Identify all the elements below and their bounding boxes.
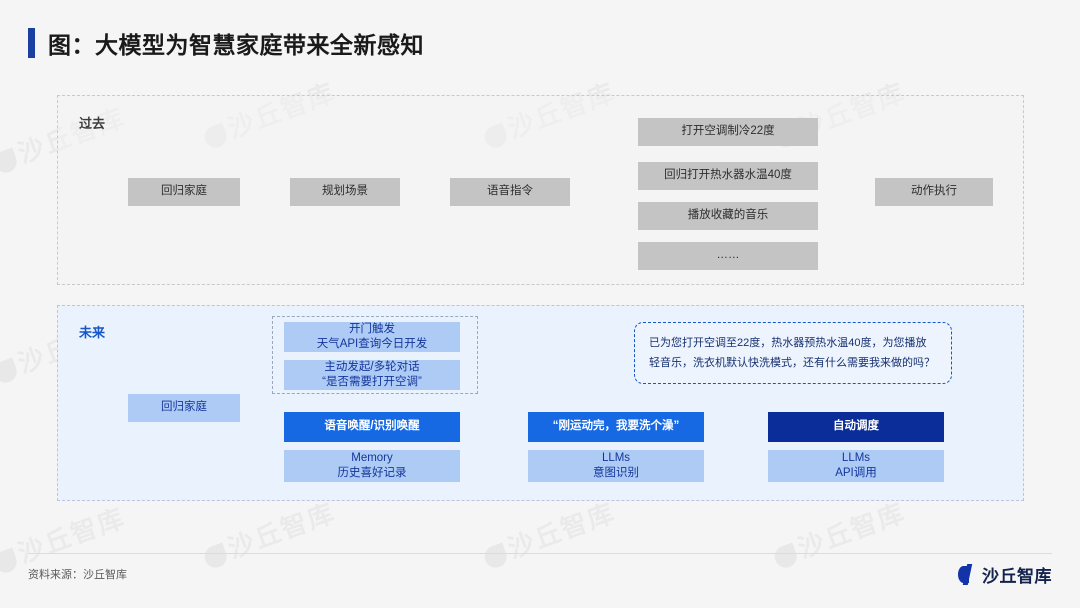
node-llm-api-call[interactable]: LLMs API调用: [768, 450, 944, 482]
node-door-trigger[interactable]: 开门触发 天气API查询今日开发: [284, 322, 460, 352]
title-text: 图：大模型为智慧家庭带来全新感知: [48, 32, 424, 58]
title-accent-bar: [28, 28, 35, 58]
node-past-action-exec[interactable]: 动作执行: [875, 178, 993, 206]
source-note: 资料来源：沙丘智库: [28, 569, 127, 581]
brand-logo: 沙丘智库: [958, 562, 1052, 587]
node-past-plan-scene[interactable]: 规划场景: [290, 178, 400, 206]
watermark: 沙丘智库: [768, 493, 910, 575]
group-proactive-trigger: [272, 316, 478, 394]
watermark: 沙丘智库: [198, 493, 340, 575]
node-auto-schedule[interactable]: 自动调度: [768, 412, 944, 442]
node-voice-wake[interactable]: 语音唤醒/识别唤醒: [284, 412, 460, 442]
brand-name: 沙丘智库: [982, 567, 1052, 586]
node-proactive-dialog[interactable]: 主动发起/多轮对话 “是否需要打开空调”: [284, 360, 460, 390]
node-past-branch-ac[interactable]: 打开空调制冷22度: [638, 118, 818, 146]
footer-divider: [28, 553, 1052, 554]
node-past-branch-music[interactable]: 播放收藏的音乐: [638, 202, 818, 230]
node-future-return-home[interactable]: 回归家庭: [128, 394, 240, 422]
node-past-branch-more[interactable]: ……: [638, 242, 818, 270]
node-past-return-home[interactable]: 回归家庭: [128, 178, 240, 206]
node-user-utterance[interactable]: “刚运动完，我要洗个澡”: [528, 412, 704, 442]
callout-line-1: 已为您打开空调至22度，热水器预热水温40度，为您播放: [649, 337, 927, 349]
brand-mark-icon: [958, 564, 977, 585]
panel-future-label: 未来: [79, 325, 106, 340]
callout-line-2: 轻音乐，洗衣机默认快洗模式，还有什么需要我来做的吗？: [649, 357, 935, 370]
node-past-voice-command[interactable]: 语音指令: [450, 178, 570, 206]
node-llm-intent[interactable]: LLMs 意图识别: [528, 450, 704, 482]
panel-past-label: 过去: [79, 116, 106, 131]
node-past-branch-waterheater[interactable]: 回归打开热水器水温40度: [638, 162, 818, 190]
watermark: 沙丘智库: [478, 493, 620, 575]
page-title: 图：大模型为智慧家庭带来全新感知: [28, 26, 424, 60]
assistant-response-callout: 已为您打开空调至22度，热水器预热水温40度，为您播放 轻音乐，洗衣机默认快洗模…: [634, 322, 952, 384]
node-memory[interactable]: Memory 历史喜好记录: [284, 450, 460, 482]
